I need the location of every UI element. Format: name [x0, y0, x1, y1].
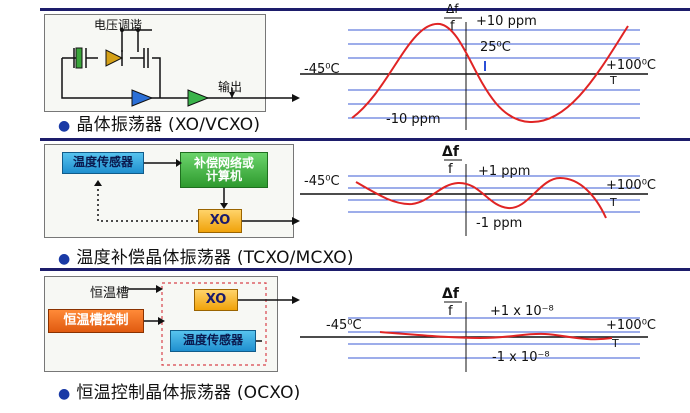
graph-xo-grid: [348, 29, 640, 119]
output-label: 输出: [218, 80, 243, 94]
graph-ocxo-df: Δf: [442, 286, 459, 302]
tcxo-wires: [97, 162, 292, 222]
graph-xo-f: f: [450, 19, 455, 34]
crystal-icon: [75, 47, 83, 69]
amplifier-1-icon: [131, 89, 154, 107]
caption-tcxo-text: 温度补偿晶体振荡器 (TCXO/MCXO): [76, 248, 354, 268]
caption-tcxo: ● 温度补偿晶体振荡器 (TCXO/MCXO): [58, 243, 354, 268]
graph-tcxo-grid: [348, 175, 640, 213]
bullet-icon: ●: [58, 251, 71, 267]
graph-xo-left-label: -45⁰C: [304, 62, 340, 77]
ocxo-xo-box: XO: [194, 289, 238, 311]
graph-xo-right-label: +100⁰C: [606, 58, 656, 73]
graph-xo-curve: [351, 22, 629, 124]
graph-xo-lower-label: -10 ppm: [386, 112, 441, 127]
graph-tcxo-right-label: +100⁰C: [606, 178, 656, 193]
graph-tcxo-f: f: [448, 162, 453, 177]
graph-ocxo-f: f: [448, 304, 453, 319]
oven-label: 恒温槽: [90, 286, 130, 301]
graph-tcxo-curve: [355, 176, 607, 219]
graph-tcxo-lower-label: -1 ppm: [476, 216, 523, 231]
oven-control-box: 恒温槽控制: [48, 309, 144, 333]
caption-ocxo: ● 恒温控制晶体振荡器 (OCXO): [58, 378, 300, 403]
graph-ocxo-left-label: -45⁰C: [326, 318, 362, 333]
graph-ocxo: [300, 301, 648, 372]
graph-xo-df: Δf: [446, 2, 459, 16]
graph-tcxo-df: Δf: [442, 144, 459, 160]
varactor-icon: [105, 49, 124, 67]
graph-ocxo-grid: [348, 317, 640, 359]
ocxo-wires: [128, 288, 292, 342]
oven-enclosure: [161, 282, 267, 366]
comp-line-2: 计算机: [205, 169, 242, 183]
graph-ocxo-upper-label: +1 x 10⁻⁸: [490, 304, 554, 319]
graph-tcxo-upper-label: +1 ppm: [478, 164, 531, 179]
graph-xo-t-label: T: [610, 74, 617, 87]
caption-xo: ● 晶体振荡器 (XO/VCXO): [58, 110, 260, 135]
graph-tcxo-left-label: -45⁰C: [304, 174, 340, 189]
graph-ocxo-right-label: +100⁰C: [606, 318, 656, 333]
tcxo-xo-box: XO: [198, 209, 242, 233]
amplifier-2-icon: [187, 89, 210, 107]
graph-tcxo-t-label: T: [610, 196, 617, 209]
caption-ocxo-text: 恒温控制晶体振荡器 (OCXO): [76, 383, 301, 403]
graph-ocxo-curve: [379, 331, 613, 341]
graph-xo-upper-label: +10 ppm: [476, 14, 537, 29]
graph-xo: [300, 17, 648, 130]
graph-tcxo: [300, 159, 648, 236]
graph-ocxo-lower-label: -1 x 10⁻⁸: [492, 350, 550, 365]
bullet-icon: ●: [58, 386, 71, 402]
graph-ocxo-t-label: T: [612, 337, 619, 350]
bullet-icon: ●: [58, 118, 71, 134]
xo-circuit-wires: [61, 29, 292, 99]
compensation-network-box: 补偿网络或 计算机: [180, 152, 268, 188]
caption-xo-text: 晶体振荡器 (XO/VCXO): [76, 115, 261, 135]
voltage-tuning-label: 电压调谐: [94, 18, 143, 32]
ocxo-temp-sensor-box: 温度传感器: [170, 330, 256, 352]
comp-line-1: 补偿网络或: [193, 155, 254, 170]
graph-xo-25c-label: 25⁰C: [480, 40, 511, 55]
tcxo-temp-sensor-box: 温度传感器: [62, 152, 144, 174]
